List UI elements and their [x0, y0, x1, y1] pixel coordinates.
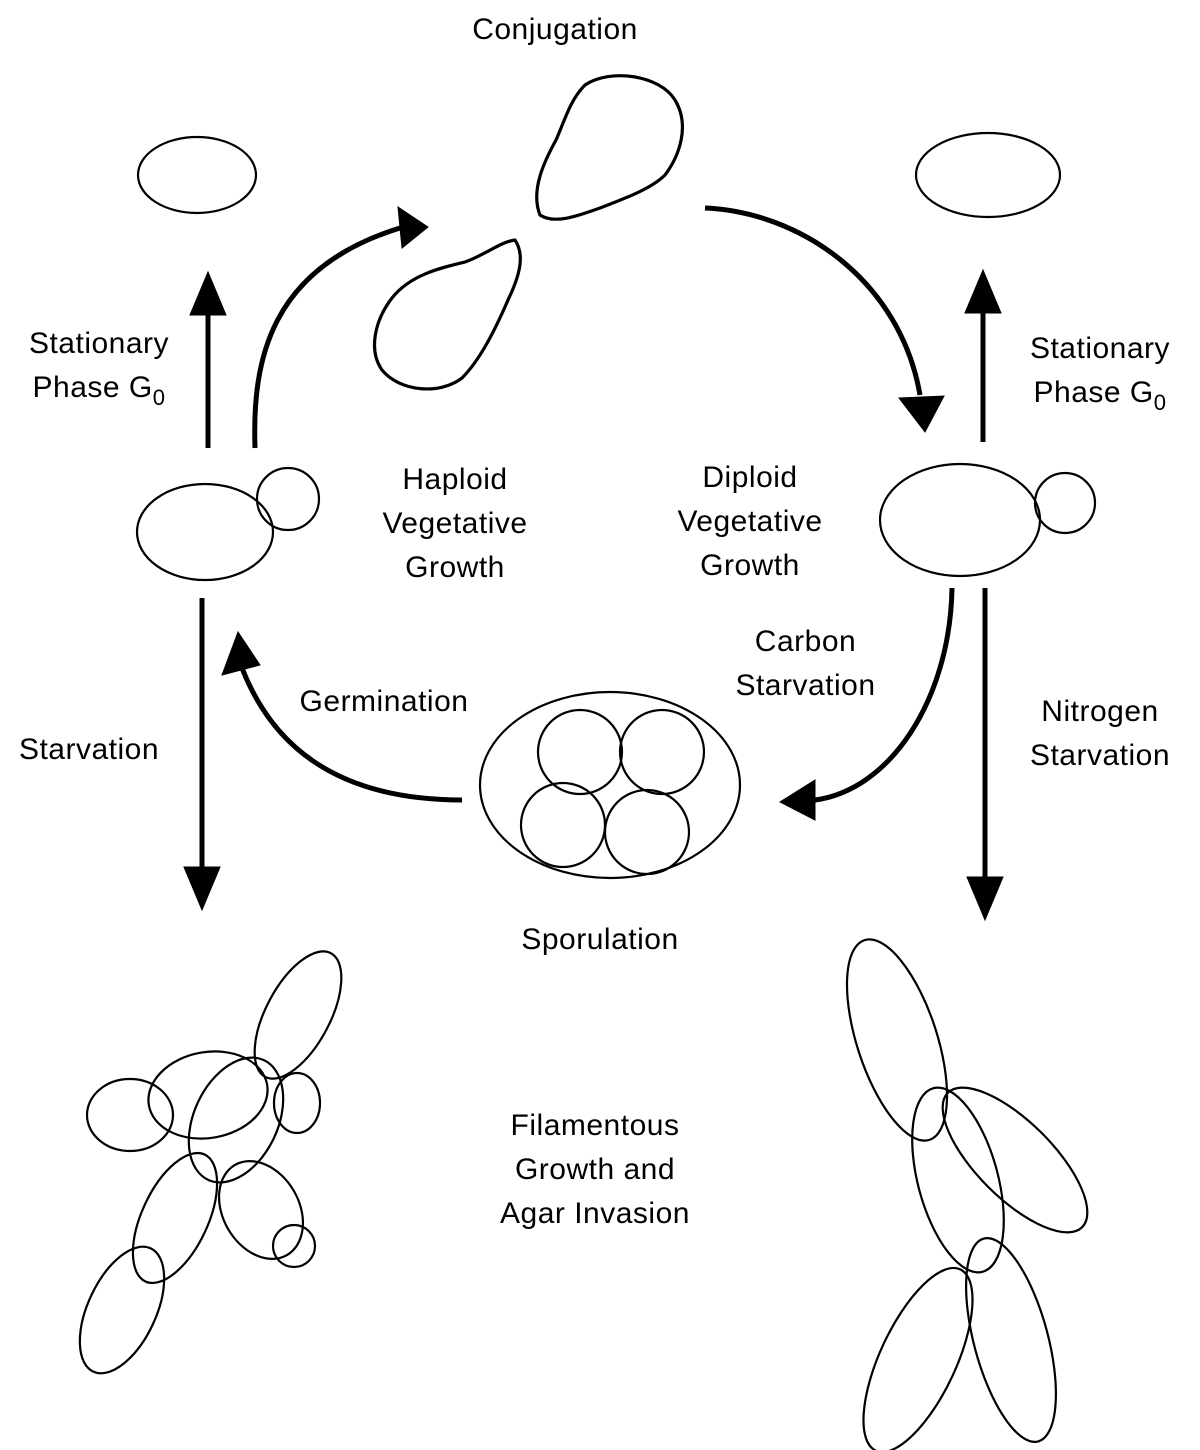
label-starvation: Starvation: [4, 728, 174, 772]
label-haploid-growth: Haploid Vegetative Growth: [355, 458, 555, 590]
stationary-left-phase: Phase G: [33, 371, 153, 404]
label-germination: Germination: [278, 680, 490, 724]
label-nitrogen-starvation: Nitrogen Starvation: [1005, 690, 1195, 778]
diploid-line1: Diploid: [650, 456, 850, 500]
filamentous-line3: Agar Invasion: [470, 1192, 720, 1236]
arrow-head: [398, 207, 428, 248]
diploid-bud: [1035, 473, 1095, 533]
diploid-line3: Growth: [650, 544, 850, 588]
filamentous-line2: Growth and: [470, 1148, 720, 1192]
haploid-bud: [257, 468, 319, 530]
diploid-filament-cluster: [827, 928, 1110, 1450]
diploid-line2: Vegetative: [650, 500, 850, 544]
starvation-text: Starvation: [4, 728, 174, 772]
spore-1: [538, 710, 622, 794]
label-filamentous-growth: Filamentous Growth and Agar Invasion: [470, 1104, 720, 1236]
label-stationary-right: Stationary Phase G0: [1005, 327, 1195, 425]
diploid-vegetative-cell: [880, 464, 1040, 576]
stationary-haploid-cell: [138, 137, 256, 213]
germination-text: Germination: [278, 680, 490, 724]
haploid-line1: Haploid: [355, 458, 555, 502]
conjugating-cell-upper: [537, 76, 683, 220]
haploid-vegetative-cell: [137, 484, 273, 580]
nitrogen-line1: Nitrogen: [1005, 690, 1195, 734]
label-sporulation: Sporulation: [495, 918, 705, 962]
conjugating-cell-lower: [375, 240, 521, 389]
arrow-haploid-to-conjugation: [255, 228, 400, 448]
arrow-head: [222, 632, 260, 675]
label-stationary-left: Stationary Phase G0: [4, 322, 194, 420]
stationary-diploid-cell: [916, 133, 1060, 217]
stationary-right-line1: Stationary: [1005, 327, 1195, 371]
stationary-right-phase: Phase G: [1034, 376, 1154, 409]
stationary-right-subscript: 0: [1154, 390, 1167, 415]
filamentous-line1: Filamentous: [470, 1104, 720, 1148]
arrow-head: [967, 877, 1003, 920]
label-diploid-growth: Diploid Vegetative Growth: [650, 456, 850, 588]
arrow-head: [780, 780, 815, 820]
carbon-line2: Starvation: [718, 664, 893, 708]
arrow-head: [899, 396, 944, 432]
label-carbon-starvation: Carbon Starvation: [718, 620, 893, 708]
haploid-filament-cluster: [62, 938, 359, 1386]
carbon-line1: Carbon: [718, 620, 893, 664]
spore-2: [620, 710, 704, 794]
stationary-left-subscript: 0: [153, 385, 166, 410]
stationary-left-line2: Phase G0: [4, 366, 194, 420]
arrow-conjugation-to-diploid: [705, 208, 920, 395]
conjugation-text: Conjugation: [440, 8, 670, 52]
label-conjugation: Conjugation: [440, 8, 670, 52]
arrow-head: [965, 270, 1001, 313]
arrow-head: [184, 867, 220, 910]
haploid-line2: Vegetative: [355, 502, 555, 546]
spore-4: [605, 790, 689, 874]
sporulation-text: Sporulation: [495, 918, 705, 962]
haploid-line3: Growth: [355, 546, 555, 590]
nitrogen-line2: Starvation: [1005, 734, 1195, 778]
spore-3: [521, 783, 605, 867]
stationary-right-line2: Phase G0: [1005, 371, 1195, 425]
stationary-left-line1: Stationary: [4, 322, 194, 366]
arrow-head: [190, 272, 226, 315]
